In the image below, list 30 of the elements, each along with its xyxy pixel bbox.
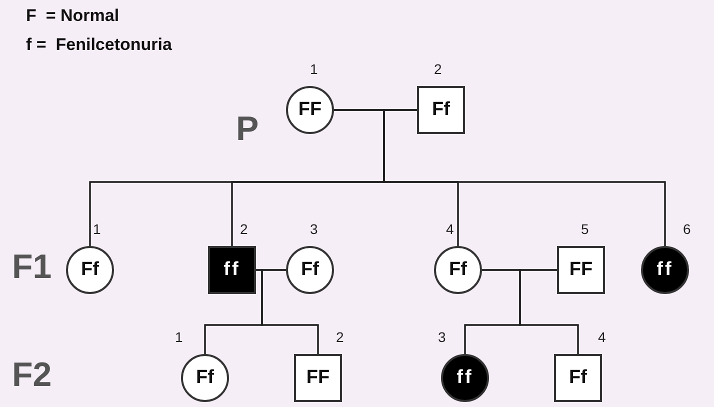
legend-text: f = Fenilcetonuria xyxy=(26,35,172,55)
genotype-label: Ff xyxy=(301,259,319,281)
individual-number: 4 xyxy=(598,329,606,345)
generation-label: F1 xyxy=(12,248,52,287)
individual-number: 2 xyxy=(336,329,344,345)
individual-number: 1 xyxy=(175,329,183,345)
generation-label: F2 xyxy=(12,356,52,395)
individual-number: 5 xyxy=(581,221,589,237)
individual-number: 3 xyxy=(310,221,318,237)
legend-text: F = Normal xyxy=(26,6,120,26)
genotype-label: Ff xyxy=(569,367,587,389)
individual-number: 3 xyxy=(438,329,446,345)
genotype-label: FF xyxy=(298,99,322,121)
individual-number: 6 xyxy=(683,221,691,237)
genotype-label: ff xyxy=(224,259,240,281)
individual-number: 2 xyxy=(434,61,442,77)
genotype-label: ff xyxy=(656,259,674,281)
genotype-label: FF xyxy=(569,259,593,281)
individual-number: 1 xyxy=(310,61,318,77)
genotype-label: Ff xyxy=(196,367,214,389)
individual-number: 4 xyxy=(446,221,454,237)
pedigree-line xyxy=(519,269,579,354)
individual-number: 2 xyxy=(240,221,248,237)
genotype-label: FF xyxy=(306,367,330,389)
genotype-label: Ff xyxy=(432,99,450,121)
genotype-label: ff xyxy=(456,367,474,389)
genotype-label: Ff xyxy=(81,259,99,281)
genotype-label: Ff xyxy=(449,259,467,281)
individual-number: 1 xyxy=(93,221,101,237)
generation-label: P xyxy=(236,110,259,149)
